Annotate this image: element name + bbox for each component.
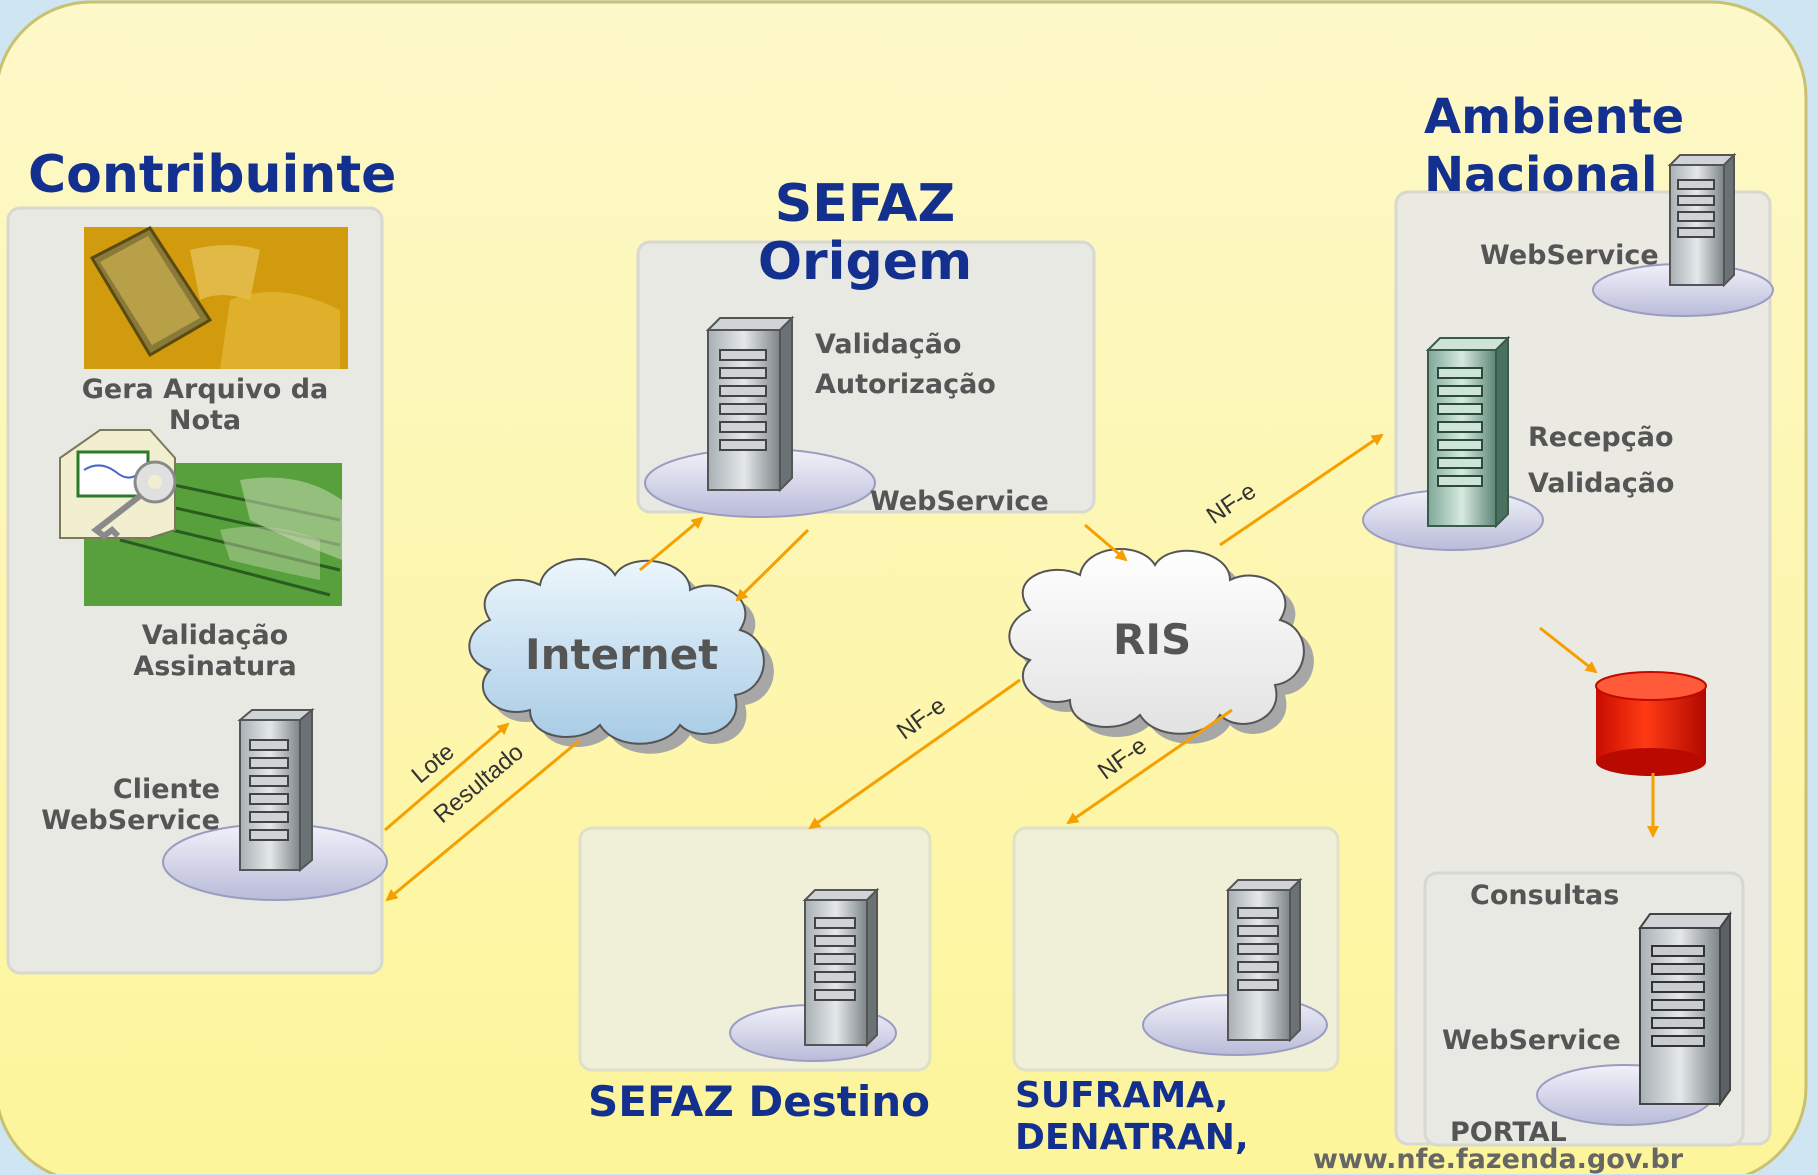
consultas-label: Consultas <box>1470 880 1620 911</box>
contribuinte-title: Contribuinte <box>28 145 397 205</box>
portal-server <box>1536 910 1732 1126</box>
recepcao-to-db-arrow <box>1539 626 1598 674</box>
ris-to-suframa-arrow <box>1066 708 1233 825</box>
portal-label: PORTAL <box>1450 1117 1567 1148</box>
ambiente-validacao-label: Validação <box>1528 468 1675 499</box>
ris-cloud <box>1008 548 1314 744</box>
sefaz-destino-title: SEFAZ Destino <box>588 1077 930 1126</box>
portal-webservice-label: WebService <box>1442 1025 1621 1056</box>
ris-to-destino-arrow <box>808 678 1021 830</box>
portal-url-label: www.nfe.fazenda.gov.br <box>1313 1144 1684 1175</box>
sefaz-to-internet-arrow <box>735 528 810 602</box>
validacao-assinatura-label: Validação Assinatura <box>133 620 297 682</box>
sefaz-origem-labels: Validação Autorização <box>815 325 996 405</box>
cliente-server <box>162 707 388 901</box>
ambiente-webservice-label: WebService <box>1480 240 1659 271</box>
arrows <box>384 433 1659 902</box>
suframa-title-line2: DENATRAN, <box>1015 1117 1249 1158</box>
sefaz-origem-webservice-label: WebService <box>870 486 1049 517</box>
ambiente-title: Ambiente Nacional <box>1424 88 1684 204</box>
database-cylinder <box>1595 671 1707 776</box>
sefaz-origem-server <box>644 315 876 518</box>
document-signing-image <box>84 226 348 369</box>
ris-to-ambiente-arrow <box>1219 433 1384 547</box>
keyboard-typing-image <box>59 429 342 606</box>
sefaz-origem-title-line1: SEFAZ <box>774 174 956 234</box>
gera-arquivo-label: Gera Arquivo da Nota <box>81 374 329 436</box>
autorizacao-label: Autorização <box>815 369 996 400</box>
suframa-server <box>1142 877 1328 1056</box>
validacao-label: Validação <box>815 329 962 360</box>
sefaz-destino-server <box>729 887 897 1062</box>
internet-cloud <box>468 558 774 754</box>
lote-arrow <box>384 722 510 832</box>
ambiente-title-line2: Nacional <box>1424 147 1658 203</box>
suframa-title: SUFRAMA, DENATRAN, <box>1015 1075 1249 1159</box>
sefaz-origem-title-line2: Origem <box>757 232 973 292</box>
cliente-webservice-label: Cliente WebService <box>30 774 220 836</box>
sefaz-origem-title: SEFAZ Origem <box>700 175 1030 291</box>
ambiente-webservice-server <box>1592 152 1774 317</box>
recepcao-validacao-labels: Recepção Validação <box>1528 415 1674 507</box>
recepcao-label: Recepção <box>1528 422 1674 453</box>
internet-label: Internet <box>525 630 719 679</box>
internet-to-sefaz-arrow <box>639 516 704 572</box>
sefaz-to-ris-arrow <box>1084 523 1128 562</box>
webservice-label: WebService <box>41 805 220 836</box>
resultado-arrow <box>385 738 581 902</box>
suframa-title-line1: SUFRAMA, <box>1015 1075 1229 1116</box>
recepcao-server <box>1362 335 1544 551</box>
ambiente-title-line1: Ambiente <box>1424 89 1685 145</box>
ris-label: RIS <box>1113 615 1192 664</box>
cliente-label: Cliente <box>112 774 220 805</box>
